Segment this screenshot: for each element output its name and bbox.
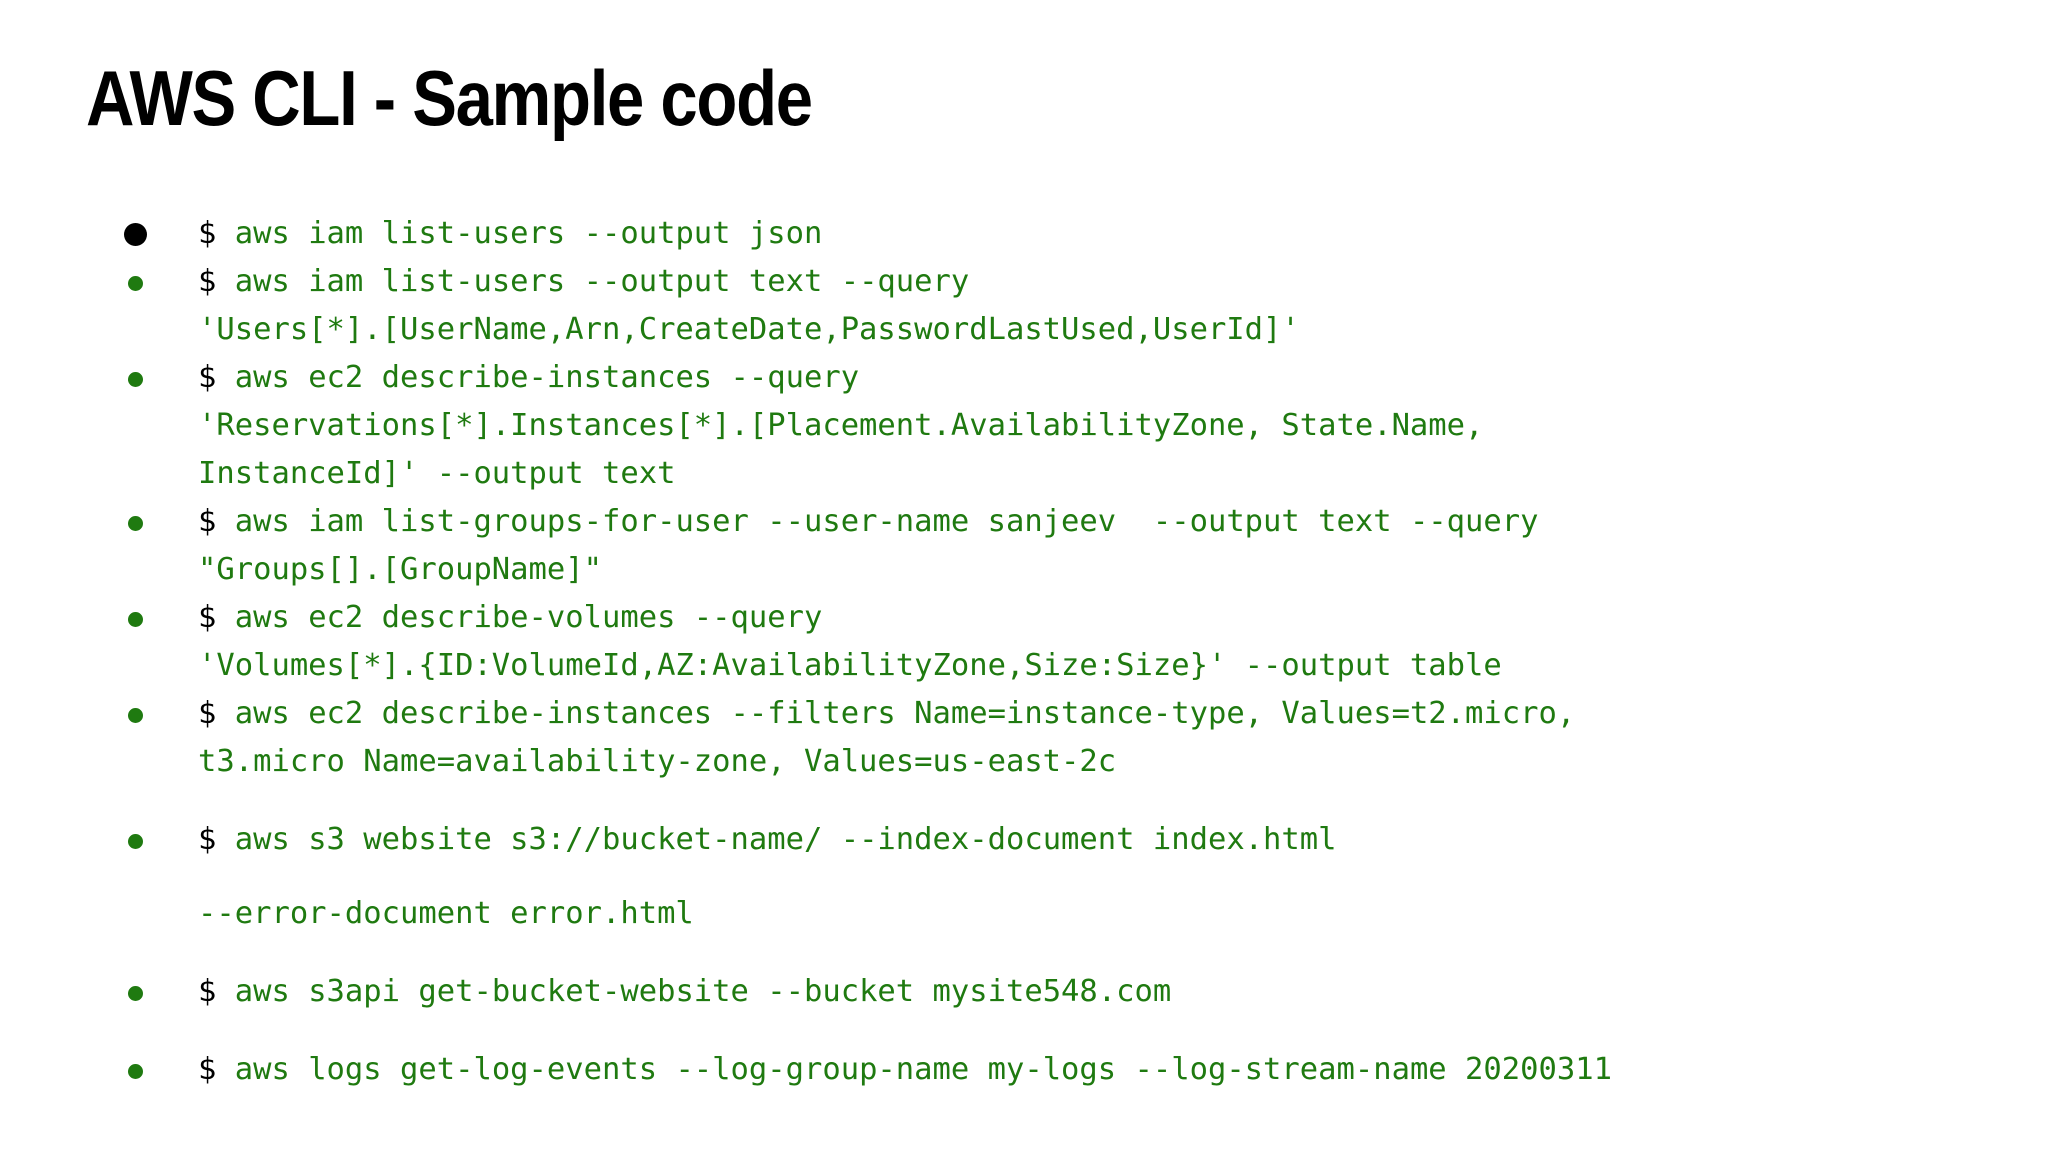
shell-prompt: $ — [198, 504, 217, 539]
command-continuation: 'Reservations[*].Instances[*].[Placement… — [198, 408, 1484, 443]
command-text: aws logs get-log-events --log-group-name… — [216, 1052, 1612, 1087]
command-continuation: 'Users[*].[UserName,Arn,CreateDate,Passw… — [198, 312, 1300, 347]
command-list-item: $ aws ec2 describe-volumes --query 'Volum… — [118, 594, 1998, 690]
bullet-icon — [128, 986, 143, 1001]
shell-prompt: $ — [198, 600, 217, 635]
shell-prompt: $ — [198, 822, 217, 857]
command-list-item: $ aws iam list-users --output json — [118, 210, 1998, 258]
command-list: $ aws iam list-users --output json$ aws … — [118, 210, 1998, 1094]
command-list-item: $ aws s3 website s3://bucket-name/ --ind… — [118, 816, 1998, 938]
page-title: AWS CLI - Sample code — [86, 54, 813, 142]
command-list-item: $ aws iam list-users --output text --que… — [118, 258, 1998, 354]
shell-prompt: $ — [198, 360, 217, 395]
command-text: aws s3 website s3://bucket-name/ --index… — [216, 822, 1337, 857]
bullet-icon — [128, 708, 143, 723]
bullet-icon — [128, 372, 143, 387]
command-list-item: $ aws iam list-groups-for-user --user-na… — [118, 498, 1998, 594]
shell-prompt: $ — [198, 264, 217, 299]
command-continuation: --error-document error.html — [198, 896, 694, 931]
command-continuation: t3.micro Name=availability-zone, Values=… — [198, 744, 1117, 779]
command-list-item: $ aws s3api get-bucket-website --bucket … — [118, 968, 1998, 1016]
bullet-icon — [124, 223, 147, 246]
command-list-item: $ aws ec2 describe-instances --filters N… — [118, 690, 1998, 786]
command-list-item: $ aws ec2 describe-instances --query 'Res… — [118, 354, 1998, 498]
command-text: aws iam list-users --output text --query — [216, 264, 970, 299]
shell-prompt: $ — [198, 696, 217, 731]
shell-prompt: $ — [198, 974, 217, 1009]
command-text: aws iam list-users --output json — [216, 216, 823, 251]
command-text: aws iam list-groups-for-user --user-name… — [216, 504, 1539, 539]
command-text: aws ec2 describe-volumes --query — [216, 600, 823, 635]
command-text: aws s3api get-bucket-website --bucket my… — [216, 974, 1172, 1009]
command-continuation: "Groups[].[GroupName]" — [198, 552, 602, 587]
bullet-icon — [128, 834, 143, 849]
command-list-item: $ aws logs get-log-events --log-group-na… — [118, 1046, 1998, 1094]
bullet-icon — [128, 1064, 143, 1079]
command-text: aws ec2 describe-instances --query — [216, 360, 860, 395]
shell-prompt: $ — [198, 216, 217, 251]
command-continuation: 'Volumes[*].{ID:VolumeId,AZ:Availability… — [198, 648, 1502, 683]
bullet-icon — [128, 612, 143, 627]
bullet-icon — [128, 516, 143, 531]
command-text: aws ec2 describe-instances --filters Nam… — [216, 696, 1576, 731]
shell-prompt: $ — [198, 1052, 217, 1087]
command-continuation: InstanceId]' --output text — [198, 456, 676, 491]
bullet-icon — [128, 276, 143, 291]
